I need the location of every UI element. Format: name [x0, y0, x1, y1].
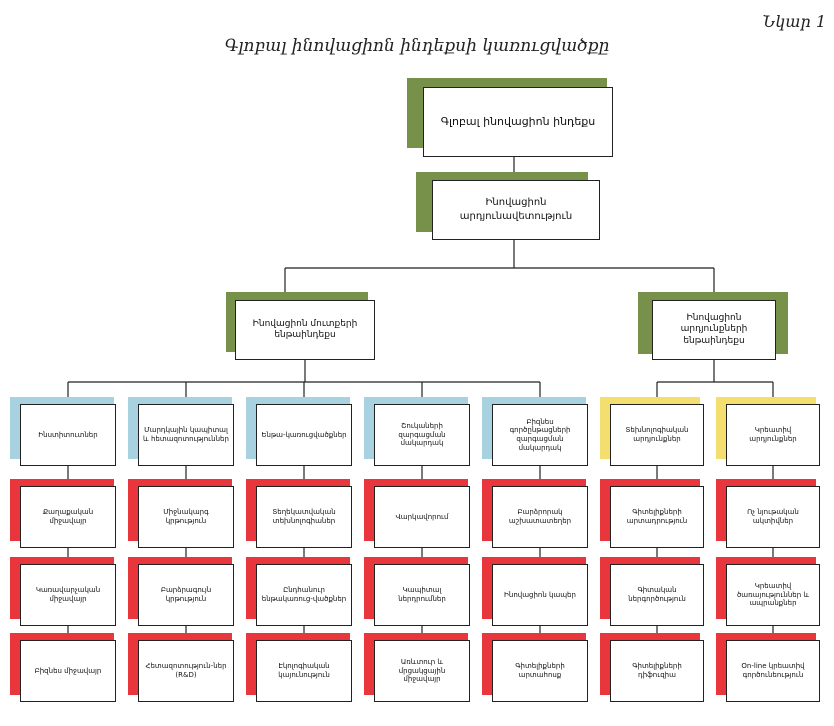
pillar-box: Շուկաների զարգացման մակարդակ — [374, 404, 470, 466]
sub-pillar-box: Կառավարչական միջավայր — [20, 564, 116, 626]
sub-pillar-box: Կրեատիվ ծառայություններ և ապրանքներ — [726, 564, 820, 626]
sub-pillar-box: Առևտուր և մրցակցային միջավայր — [374, 640, 470, 702]
sub-pillar-box: Գիտական ներգործություն — [610, 564, 704, 626]
sub-pillar-box: Գիտելիքների արտահոսք — [492, 640, 588, 702]
sub-pillar-box: Կապիտալ ներդրումներ — [374, 564, 470, 626]
figure-label: Նկար 1 — [762, 12, 827, 31]
pillar-box: Կրեատիվ արդյունքներ — [726, 404, 820, 466]
pillar-box: Ենթա-կառուցվածքներ — [256, 404, 352, 466]
pillar-box: Բիզնես գործընթացների զարգացման մակարդակ — [492, 404, 588, 466]
sub-pillar-box: Էկոլոգիական կայունություն — [256, 640, 352, 702]
pillar-box: Ինստիտուտներ — [20, 404, 116, 466]
pillar-box: Մարդկային կապիտալ և հետազոտություններ — [138, 404, 234, 466]
pillar-box: Տեխնոլոգիական արդյունքներ — [610, 404, 704, 466]
sub-pillar-box: Բարձրորակ աշխատատեղեր — [492, 486, 588, 548]
sub-pillar-box: Ինովացիոն կապեր — [492, 564, 588, 626]
sub-pillar-box: On-line կրեատիվ գործունեություն — [726, 640, 820, 702]
sub-pillar-box: Հետազոտություն-ներ (R&D) — [138, 640, 234, 702]
output-subindex-node: Ինովացիոն արդյունքների ենթաինդեքս — [652, 300, 776, 360]
sub-pillar-box: Գիտելիքների դիֆուզիա — [610, 640, 704, 702]
sub-pillar-box: Ընդհանուր ենթակառուց-վածքներ — [256, 564, 352, 626]
diagram-title: Գլոբալ ինովացիոն ինդեքսի կառուցվածքը — [224, 36, 610, 56]
sub-pillar-box: Միջնակարգ կրթություն — [138, 486, 234, 548]
input-subindex-node: Ինովացիոն մուտքերի ենթաինդեքս — [235, 300, 375, 360]
sub-pillar-box: Ոչ նյութական ակտիվներ — [726, 486, 820, 548]
sub-pillar-box: Բիզնես միջավայր — [20, 640, 116, 702]
sub-pillar-box: Գիտելիքների արտադրություն — [610, 486, 704, 548]
sub-pillar-box: Տեղեկատվական տեխնոլոգիաներ — [256, 486, 352, 548]
sub-pillar-box: Բարձրագույն կրթություն — [138, 564, 234, 626]
sub-pillar-box: Քաղաքական միջավայր — [20, 486, 116, 548]
root-node: Գլոբալ ինովացիոն ինդեքս — [423, 87, 613, 157]
sub-pillar-box: Վարկավորում — [374, 486, 470, 548]
efficiency-node: Ինովացիոն արդյունավետություն — [432, 180, 600, 240]
